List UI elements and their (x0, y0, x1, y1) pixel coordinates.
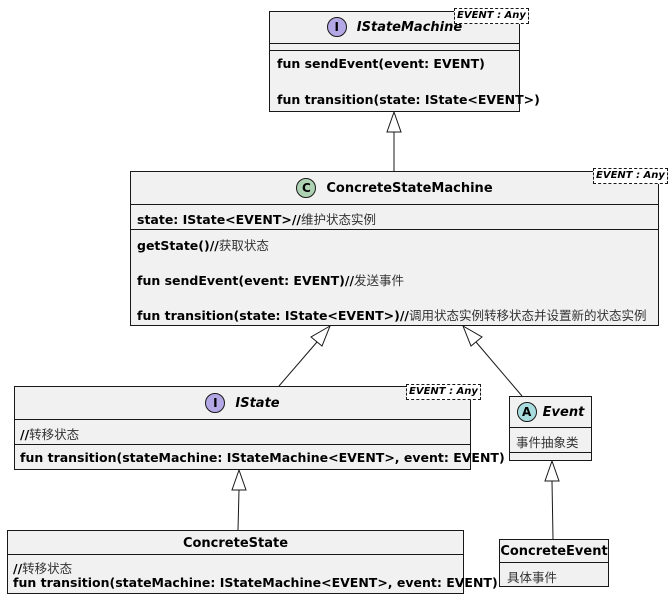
divider (131, 204, 658, 205)
concrete-state-comment: //转移状态 (13, 561, 73, 576)
event-description: 事件抽象类 (516, 435, 579, 450)
istatemachine-header: I IStateMachine (270, 15, 519, 39)
concrete-event-description: 具体事件 (507, 570, 558, 585)
class-badge-icon: C (296, 178, 317, 198)
istatemachine-method: fun transition(state: IState<EVENT>) (277, 92, 540, 107)
edge-concretestate-to-istate (237, 489, 240, 531)
event-header: A Event (510, 400, 591, 424)
arrowhead-istate (231, 468, 247, 491)
divider (510, 452, 591, 453)
concrete-state-machine-method: fun transition(state: IState<EVENT>)//调用… (137, 308, 647, 323)
interface-badge-icon: I (205, 393, 226, 413)
concrete-event-header: ConcreteEvent (500, 542, 608, 560)
event-box: A Event 事件抽象类 (509, 396, 592, 461)
istatemachine-generic-tag: EVENT : Any (454, 8, 529, 24)
concrete-event-box: ConcreteEvent 具体事件 (499, 539, 609, 587)
interface-badge-icon: I (326, 17, 347, 37)
concrete-state-name: ConcreteState (182, 535, 289, 551)
abstract-badge-icon: A (516, 402, 537, 422)
istate-comment: //转移状态 (20, 427, 80, 442)
divider (500, 562, 608, 563)
istatemachine-box: I IStateMachine fun sendEvent(event: EVE… (269, 11, 540, 112)
divider (510, 427, 591, 428)
divider (270, 50, 519, 51)
istate-header: I IState (15, 391, 470, 415)
istate-generic-tag: EVENT : Any (406, 384, 481, 400)
divider (15, 444, 470, 445)
concrete-state-machine-generic-tag: EVENT : Any (593, 168, 668, 184)
concrete-state-box: ConcreteState //转移状态 fun transition(stat… (7, 530, 498, 594)
event-name: Event (542, 404, 585, 420)
concrete-state-machine-header: C ConcreteStateMachine (131, 176, 658, 200)
edge-concreteevent-to-event (551, 480, 554, 540)
istate-box: I IState //转移状态 fun transition(stateMach… (14, 386, 505, 470)
concrete-state-machine-field: state: IState<EVENT>//维护状态实例 (137, 212, 377, 227)
concrete-state-header: ConcreteState (8, 534, 463, 552)
divider (8, 554, 463, 555)
arrowhead-event (544, 459, 560, 482)
concrete-state-method: fun transition(stateMachine: IStateMachi… (13, 575, 498, 590)
arrowhead-csm-right (461, 324, 483, 347)
concrete-state-machine-name: ConcreteStateMachine (326, 180, 493, 196)
istate-method: fun transition(stateMachine: IStateMachi… (20, 450, 505, 465)
edge-event-to-csm (475, 341, 523, 397)
istatemachine-method: fun sendEvent(event: EVENT) (277, 56, 485, 71)
divider (15, 419, 470, 420)
arrowhead-csm-left (310, 324, 332, 347)
arrowhead-istatemachine (386, 110, 402, 133)
concrete-state-machine-box: C ConcreteStateMachine state: IState<EVE… (130, 171, 659, 326)
divider (131, 229, 658, 230)
istate-name: IState (235, 395, 280, 411)
concrete-state-machine-method: getState()//获取状态 (137, 238, 269, 253)
istatemachine-name: IStateMachine (356, 19, 463, 35)
concrete-event-name: ConcreteEvent (500, 543, 608, 559)
edge-istate-to-csm (278, 341, 318, 387)
divider (270, 43, 519, 44)
concrete-state-machine-method: fun sendEvent(event: EVENT)//发送事件 (137, 273, 405, 288)
